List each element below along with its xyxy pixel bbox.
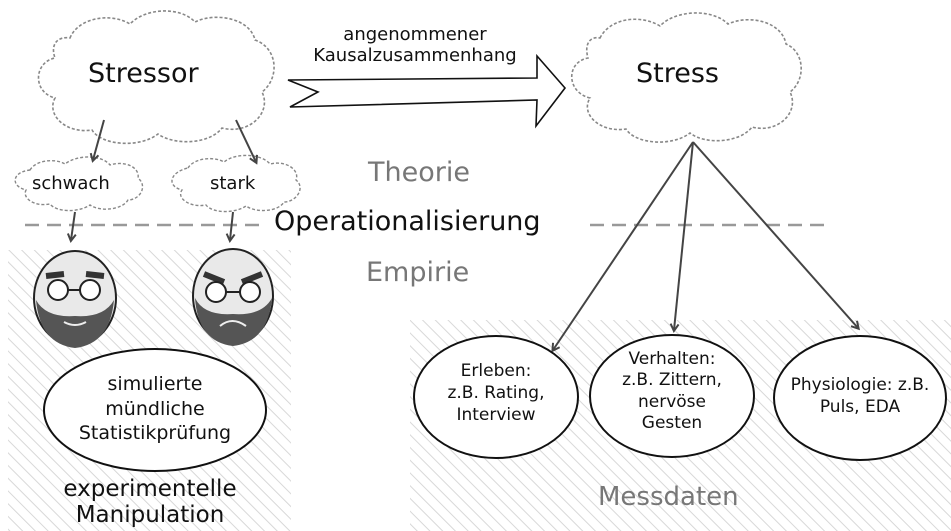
arrow-weak-to-face <box>71 211 75 240</box>
behavior-text: Verhalten: z.B. Zittern, nervöse Gesten <box>596 349 748 434</box>
arrow-strong-to-face <box>230 211 233 240</box>
strong-cloud <box>171 154 301 213</box>
behavior-line3: nervöse <box>638 391 706 412</box>
experience-line3: Interview <box>456 405 536 426</box>
manipulation-task-line2: mündliche <box>105 397 205 420</box>
experience-line2: z.B. Rating, <box>447 383 545 404</box>
causal-arrow-label-line2: Kausalzusammenhang <box>313 45 517 67</box>
theory-label: Theorie <box>368 157 470 188</box>
causal-arrow-label: angenommener Kausalzusammenhang <box>298 24 532 66</box>
strong-label: stark <box>210 173 256 194</box>
experience-line1: Erleben: <box>460 361 532 381</box>
behavior-line1: Verhalten: <box>628 349 716 369</box>
manipulation-task-line1: simulierte <box>107 373 203 395</box>
stress-cloud <box>571 12 802 143</box>
arrow-stress-to-experience <box>553 141 694 350</box>
arrow-stress-to-physiology <box>692 141 858 328</box>
arrow-stressor-to-weak <box>93 119 105 160</box>
manipulation-label-line2: Manipulation <box>75 502 225 529</box>
physiology-text: Physiologie: z.B. Puls, EDA <box>776 374 944 418</box>
manipulation-ellipse <box>43 348 267 472</box>
behavior-line4: Gesten <box>641 412 703 433</box>
causal-arrow <box>287 53 567 129</box>
manipulation-task-text: simulierte mündliche Statistikprüfung <box>44 372 266 446</box>
experience-text: Erleben: z.B. Rating, Interview <box>420 360 572 426</box>
weak-cloud <box>14 156 144 212</box>
arrow-stress-to-behavior <box>674 141 694 330</box>
stressor-cloud <box>37 10 275 145</box>
stress-label: Stress <box>636 58 719 89</box>
stressor-label: Stressor <box>88 58 199 89</box>
manipulation-label-line1: experimentelle <box>63 476 237 502</box>
weak-label: schwach <box>32 173 110 194</box>
physiology-line2: Puls, EDA <box>819 397 901 418</box>
manipulation-label: experimentelle Manipulation <box>20 476 280 529</box>
behavior-line2: z.B. Zittern, <box>622 370 722 391</box>
stressed-face-icon <box>192 248 274 346</box>
operationalization-label: Operationalisierung <box>274 206 541 237</box>
measurement-label: Messdaten <box>598 482 739 512</box>
empirics-label: Empirie <box>366 257 470 288</box>
physiology-line1: Physiologie: z.B. <box>790 375 930 395</box>
physiology-ellipse <box>773 335 947 461</box>
arrow-stressor-to-strong <box>235 119 256 162</box>
causal-arrow-label-line1: angenommener <box>343 24 487 45</box>
experience-ellipse <box>413 335 579 459</box>
behavior-ellipse <box>589 334 755 458</box>
manipulation-task-line3: Statistikprüfung <box>78 422 232 445</box>
calm-face-icon <box>33 250 117 348</box>
